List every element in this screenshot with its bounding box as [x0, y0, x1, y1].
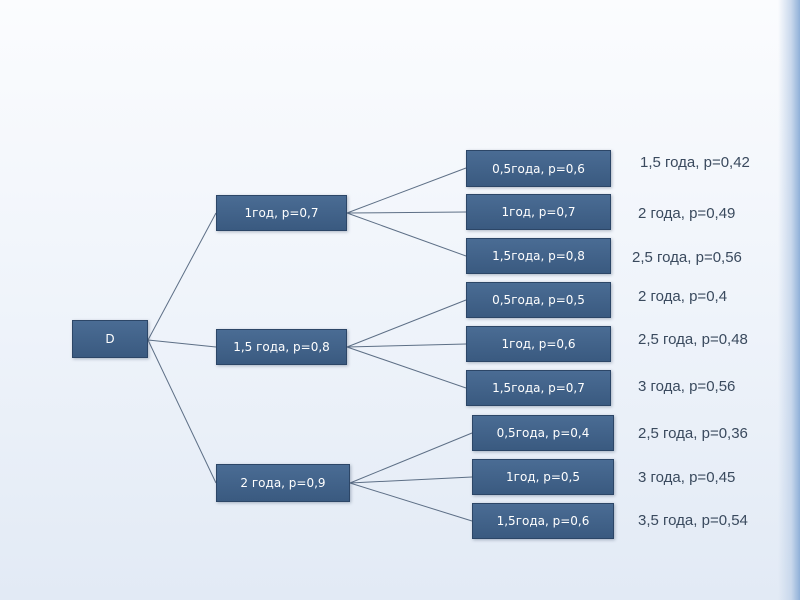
- edge-node2-to-leaf4: [346, 299, 467, 348]
- level1-node-1[interactable]: 1год, p=0,7: [216, 195, 347, 231]
- result-5: 2,5 года, p=0,48: [638, 331, 748, 348]
- level1-node-2[interactable]: 1,5 года, p=0,8: [216, 329, 347, 365]
- level2-node-5[interactable]: 1год, p=0,6: [466, 326, 611, 362]
- root-node[interactable]: D: [72, 320, 148, 358]
- edge-node3-to-leaf7: [349, 432, 473, 484]
- level2-node-1[interactable]: 0,5года, p=0,6: [466, 150, 611, 187]
- edge-root-to-node1: [147, 212, 217, 341]
- edge-node3-to-leaf9: [349, 482, 473, 522]
- level2-node-1-label: 0,5года, p=0,6: [492, 161, 585, 176]
- level2-node-9[interactable]: 1,5года, p=0,6: [472, 503, 614, 539]
- level2-node-4-label: 0,5года, p=0,5: [492, 293, 585, 307]
- right-edge-decoration: [778, 0, 800, 600]
- result-3: 2,5 года, p=0,56: [632, 249, 742, 266]
- root-node-label: D: [105, 332, 115, 346]
- edge-root-to-node2: [147, 339, 217, 348]
- level2-node-8-label: 1год, p=0,5: [506, 470, 580, 484]
- edge-node1-to-leaf2: [346, 211, 467, 214]
- level1-node-1-label: 1год, p=0,7: [244, 206, 319, 220]
- result-6: 3 года, p=0,56: [638, 378, 736, 395]
- edge-root-to-node3: [147, 339, 217, 484]
- edge-node3-to-leaf8: [349, 476, 473, 484]
- level1-node-3-label: 2 года, p=0,9: [240, 476, 326, 490]
- edge-node1-to-leaf3: [346, 212, 467, 257]
- level2-node-3[interactable]: 1,5года, p=0,8: [466, 238, 611, 274]
- result-4: 2 года, p=0,4: [638, 288, 728, 305]
- level2-node-4[interactable]: 0,5года, p=0,5: [466, 282, 611, 318]
- result-8: 3 года, p=0,45: [638, 469, 736, 486]
- level2-node-7-label: 0,5года, p=0,4: [496, 426, 590, 440]
- level2-node-7[interactable]: 0,5года, p=0,4: [472, 415, 614, 451]
- result-7: 2,5 года, p=0,36: [638, 425, 748, 442]
- edge-node1-to-leaf1: [346, 167, 467, 214]
- result-9: 3,5 года, p=0,54: [638, 512, 748, 529]
- level2-node-8[interactable]: 1год, p=0,5: [472, 459, 614, 495]
- edge-node2-to-leaf5: [346, 343, 467, 348]
- result-2: 2 года, p=0,49: [638, 205, 736, 222]
- level1-node-2-label: 1,5 года, p=0,8: [233, 340, 330, 354]
- level2-node-6-label: 1,5года, p=0,7: [492, 381, 585, 395]
- edge-node2-to-leaf6: [346, 346, 467, 389]
- level2-node-3-label: 1,5года, p=0,8: [492, 249, 585, 263]
- level2-node-9-label: 1,5года, p=0,6: [496, 514, 590, 528]
- level2-node-2-label: 1год, p=0,7: [501, 205, 576, 219]
- level2-node-6[interactable]: 1,5года, p=0,7: [466, 370, 611, 406]
- level2-node-2[interactable]: 1год, p=0,7: [466, 194, 611, 230]
- level2-node-5-label: 1год, p=0,6: [501, 337, 576, 351]
- result-1: 1,5 года, p=0,42: [640, 154, 750, 171]
- level1-node-3[interactable]: 2 года, p=0,9: [216, 464, 350, 502]
